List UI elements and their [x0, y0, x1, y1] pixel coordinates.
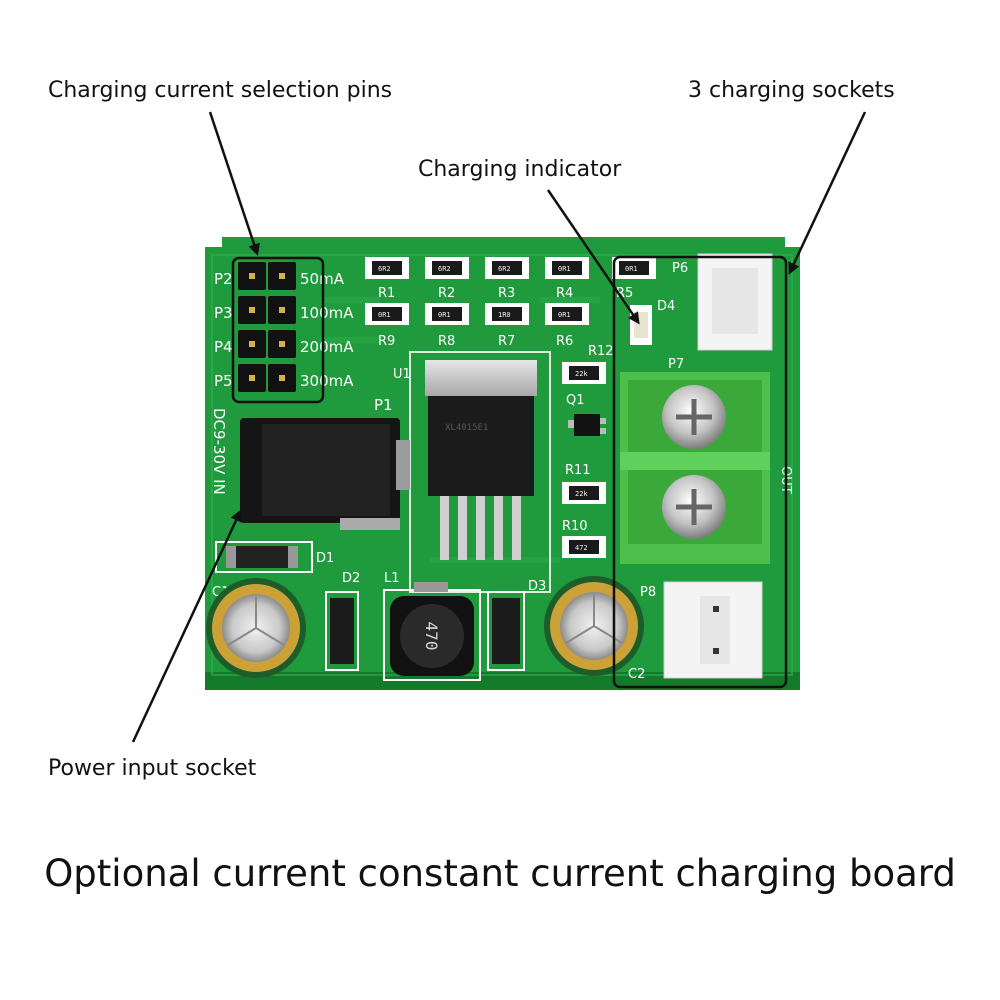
svg-text:470: 470: [422, 622, 441, 651]
svg-text:R1: R1: [378, 286, 395, 301]
svg-text:22k: 22k: [575, 490, 588, 498]
svg-text:R3: R3: [498, 286, 515, 301]
svg-text:472: 472: [575, 544, 588, 552]
svg-text:R6: R6: [556, 334, 573, 349]
svg-text:D4: D4: [657, 299, 675, 314]
svg-text:R11: R11: [565, 463, 591, 478]
diode-d2: D2: [325, 571, 360, 671]
svg-text:P8: P8: [640, 585, 656, 600]
transistor-q1: Q1: [566, 393, 606, 436]
svg-text:R12: R12: [588, 344, 614, 359]
svg-text:0R1: 0R1: [558, 311, 571, 319]
diode-d3: D3: [487, 579, 546, 671]
svg-text:P5: P5: [214, 372, 233, 390]
svg-text:R8: R8: [438, 334, 455, 349]
svg-text:6R2: 6R2: [378, 265, 391, 273]
svg-text:0R1: 0R1: [438, 311, 451, 319]
arrow-power: [131, 509, 242, 743]
svg-text:22k: 22k: [575, 370, 588, 378]
inductor-l1: L1 470: [383, 571, 481, 681]
svg-text:P2: P2: [214, 270, 233, 288]
svg-text:Q1: Q1: [566, 393, 585, 408]
arrow-pins: [208, 111, 260, 256]
diode-d1: D1: [215, 541, 334, 573]
svg-text:C2: C2: [628, 667, 645, 682]
power-input-jack: P1 DC9-30V IN: [210, 396, 410, 530]
svg-text:300mA: 300mA: [300, 372, 354, 390]
label-current-selection-pins: Charging current selection pins: [48, 78, 393, 103]
label-power-input-socket: Power input socket: [48, 756, 257, 781]
svg-text:DC9-30V IN: DC9-30V IN: [210, 408, 228, 495]
svg-text:U1: U1: [393, 367, 411, 382]
capacitor-c1: C1: [206, 578, 306, 678]
svg-text:D2: D2: [342, 571, 360, 586]
svg-text:D1: D1: [316, 551, 334, 566]
svg-text:0R1: 0R1: [558, 265, 571, 273]
svg-text:0R1: 0R1: [378, 311, 391, 319]
svg-text:P1: P1: [374, 396, 393, 414]
label-charging-sockets: 3 charging sockets: [688, 78, 895, 103]
annotation-arrows: [131, 111, 867, 743]
svg-text:R9: R9: [378, 334, 395, 349]
socket-p8: P8: [640, 581, 763, 679]
svg-text:XL4015E1: XL4015E1: [445, 423, 488, 433]
svg-text:R10: R10: [562, 519, 588, 534]
highlight-box-pins: [231, 256, 325, 404]
caption: Optional current constant current chargi…: [44, 852, 956, 895]
regulator-u1: U1 XL4015E1: [393, 351, 551, 593]
svg-text:1R0: 1R0: [498, 311, 511, 319]
svg-text:D3: D3: [528, 579, 546, 594]
svg-text:6R2: 6R2: [438, 265, 451, 273]
svg-text:R4: R4: [556, 286, 573, 301]
terminal-block-p7: P7: [620, 357, 770, 564]
current-selection-header: P2 P3 P4 P5 50mA 100mA 200mA 300mA: [214, 256, 354, 404]
highlight-box-sockets: [612, 255, 788, 689]
svg-text:200mA: 200mA: [300, 338, 354, 356]
svg-text:P4: P4: [214, 338, 233, 356]
svg-text:6R2: 6R2: [498, 265, 511, 273]
arrow-sockets: [788, 111, 867, 275]
svg-text:R2: R2: [438, 286, 455, 301]
svg-text:P7: P7: [668, 357, 684, 372]
svg-text:R7: R7: [498, 334, 515, 349]
svg-text:0R1: 0R1: [625, 265, 638, 273]
socket-p6: P6: [672, 253, 773, 351]
svg-text:100mA: 100mA: [300, 304, 354, 322]
svg-text:L1: L1: [384, 571, 400, 586]
label-charging-indicator: Charging indicator: [418, 157, 622, 182]
svg-text:P6: P6: [672, 261, 688, 276]
svg-text:P3: P3: [214, 304, 233, 322]
capacitor-c2: C2: [544, 576, 645, 682]
arrow-indicator: [546, 189, 640, 325]
